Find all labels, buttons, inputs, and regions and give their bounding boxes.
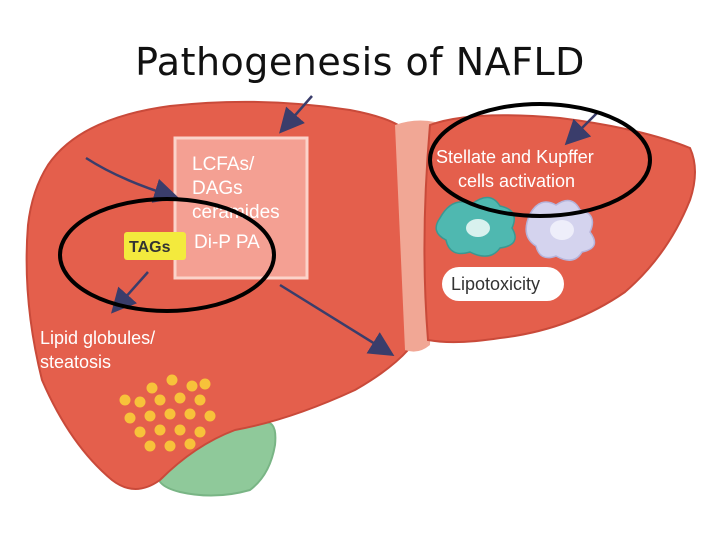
box-line-1: LCFAs/ — [192, 154, 255, 175]
liver-left-lobe — [25, 100, 410, 490]
lipid-globule-dot — [194, 394, 206, 406]
arrow-to-center — [279, 283, 395, 356]
arrow-top-into-liver — [279, 95, 313, 134]
lipid-globule-dot — [164, 440, 176, 452]
lipid-globules — [119, 374, 216, 452]
arrow-to-lipid — [111, 271, 149, 314]
slide-title: Pathogenesis of NAFLD — [135, 40, 585, 84]
box-line-4: Di-P PA — [194, 232, 260, 253]
lipid-globule-dot — [164, 408, 176, 420]
lipid-line-2: steatosis — [40, 352, 111, 372]
lipid-globule-dot — [184, 408, 196, 420]
emphasis-circle-stellate — [428, 102, 652, 218]
lipid-globule-dot — [174, 392, 186, 404]
kupffer-cell-nucleus — [550, 220, 574, 240]
lipid-line-1: Lipid globules/ — [40, 328, 155, 348]
lipid-globule-dot — [144, 440, 156, 452]
tags-label: TAGs — [129, 239, 171, 256]
stellate-line-1: Stellate and Kupffer — [436, 147, 594, 167]
lipid-globule-dot — [174, 424, 186, 436]
fatty-acid-box — [173, 136, 309, 280]
lipid-globule-dot — [199, 378, 211, 390]
lipotoxicity-label: Lipotoxicity — [451, 274, 540, 294]
lipid-globule-dot — [154, 424, 166, 436]
lipid-globule-dot — [194, 426, 206, 438]
lipid-globule-dot — [124, 412, 136, 424]
lipid-globule-dot — [184, 438, 196, 450]
tags-badge — [124, 232, 186, 260]
lipid-globule-dot — [144, 410, 156, 422]
lipid-globule-dot — [204, 410, 216, 422]
emphasis-circle-tags — [58, 197, 276, 313]
lipid-globule-dot — [119, 394, 131, 406]
lipid-globule-dot — [134, 426, 146, 438]
lipid-globule-dot — [134, 396, 146, 408]
stellate-line-2: cells activation — [458, 171, 575, 191]
lipid-globule-dot — [146, 382, 158, 394]
stellate-cell-nucleus — [466, 219, 490, 237]
arrow-into-box — [85, 156, 180, 203]
lipotoxicity-badge — [442, 267, 564, 301]
lipid-globule-dot — [186, 380, 198, 392]
lipid-globule-dot — [154, 394, 166, 406]
lipid-globule-dot — [166, 374, 178, 386]
arrow-to-stellate — [564, 111, 599, 146]
box-line-2: DAGs — [192, 178, 243, 199]
